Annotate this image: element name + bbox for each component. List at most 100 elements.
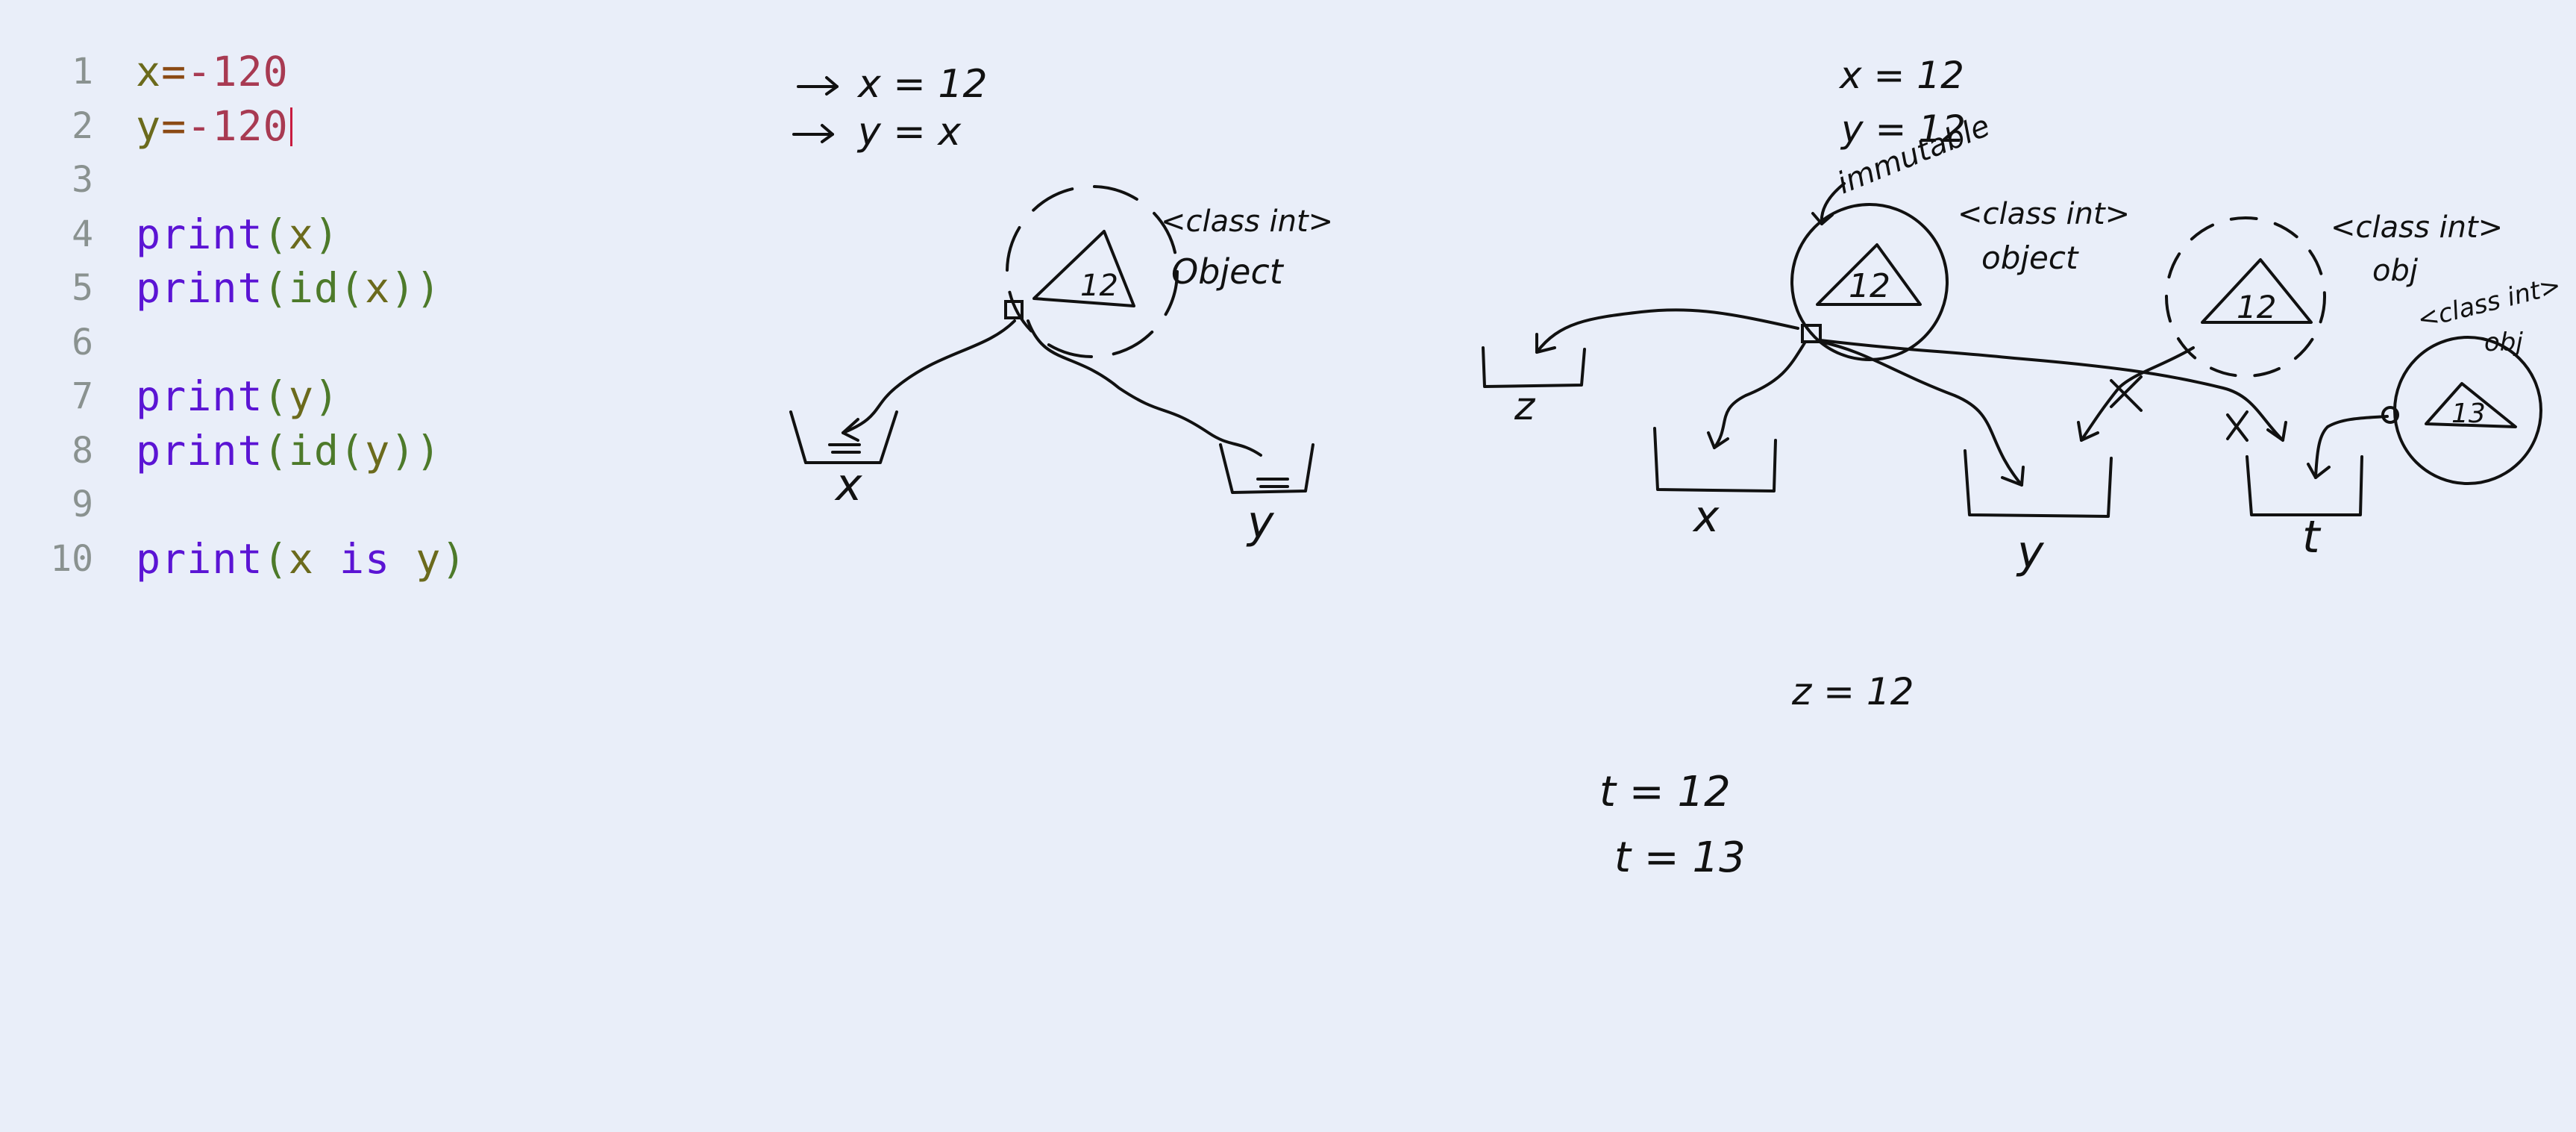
- code-line[interactable]: 6: [15, 316, 686, 369]
- code-token: is: [339, 534, 391, 583]
- code-token: print: [136, 264, 263, 312]
- code-token: print: [136, 426, 263, 475]
- code-text[interactable]: x=-120: [136, 45, 289, 98]
- left-object-value: 12: [1080, 269, 1118, 303]
- code-token: ): [441, 534, 467, 583]
- right-class-label: <class int>: [1958, 197, 2130, 231]
- left-object-label: Object: [1171, 251, 1285, 292]
- code-token: x: [288, 210, 314, 258]
- right-object-label: object: [1981, 240, 2079, 276]
- dashed-object-value: 12: [2237, 289, 2276, 325]
- dashed-class-label: <class int>: [2331, 210, 2503, 245]
- left-box-x: x: [834, 459, 862, 511]
- code-token: id: [288, 264, 339, 312]
- right-box-x: x: [1692, 491, 1720, 542]
- code-token: (: [263, 372, 289, 420]
- t-int-object: 13 <class int> obj: [2381, 270, 2564, 485]
- right-object-value: 12: [1849, 267, 1890, 305]
- code-text[interactable]: print(x): [136, 207, 339, 261]
- left-id-marker: [1004, 300, 1024, 319]
- code-token: print: [136, 534, 263, 583]
- left-class-label: <class int>: [1161, 204, 1333, 239]
- code-line[interactable]: 10 print(x is y): [15, 532, 686, 586]
- code-token: y: [365, 426, 391, 475]
- line-number: 8: [72, 429, 93, 472]
- code-token: (: [339, 264, 366, 312]
- code-token: print: [136, 210, 263, 258]
- t-assign-note-2: t = 13: [1614, 834, 1746, 882]
- left-references: [842, 319, 1262, 457]
- code-line[interactable]: 1 x=-120: [15, 45, 686, 98]
- code-token: =: [161, 101, 187, 150]
- text-caret: [289, 107, 292, 146]
- line-number: 2: [72, 104, 93, 147]
- code-token: id: [288, 426, 339, 475]
- right-y-assign: y = 12: [1840, 107, 1966, 151]
- code-text[interactable]: print(id(x)): [136, 261, 441, 315]
- z-assign-note: z = 12: [1791, 670, 1914, 713]
- right-box-z: z: [1514, 384, 1536, 429]
- code-token: (: [263, 210, 289, 258]
- code-token: )): [390, 264, 442, 312]
- code-token: -120: [187, 48, 289, 96]
- code-token: )): [390, 426, 442, 475]
- code-token: x: [288, 534, 339, 583]
- line-number: 10: [50, 537, 93, 580]
- code-token: =: [161, 48, 187, 96]
- right-references: [1535, 308, 2389, 487]
- code-token: x: [365, 264, 391, 312]
- code-token: (: [263, 426, 289, 475]
- assignment-notes: z = 12 t = 12 t = 13: [1599, 670, 1914, 882]
- t-id-marker: [2381, 406, 2399, 424]
- t-obj-label: obj: [2484, 328, 2523, 357]
- line-number: 7: [72, 375, 93, 417]
- left-assignments: x = 12 y = x: [792, 62, 988, 154]
- code-token: print: [136, 372, 263, 420]
- code-line[interactable]: 9: [15, 478, 686, 531]
- left-y-assign: y = x: [856, 110, 962, 154]
- left-var-boxes: x y: [789, 410, 1314, 548]
- code-token: (: [339, 426, 366, 475]
- code-token: ): [313, 372, 339, 420]
- t-object-value: 13: [2451, 398, 2486, 429]
- left-box-y: y: [1246, 496, 1275, 548]
- code-line[interactable]: 3: [15, 153, 686, 207]
- right-int-object: 12 <class int> object: [1790, 197, 2130, 361]
- line-number: 6: [72, 321, 93, 363]
- code-text[interactable]: y=-120: [136, 99, 292, 153]
- code-token: x: [136, 48, 162, 96]
- code-token: ): [313, 210, 339, 258]
- code-line[interactable]: 4 print(x): [15, 207, 686, 261]
- right-box-y: y: [2016, 526, 2045, 578]
- line-number: 9: [72, 484, 93, 525]
- line-number: 1: [72, 51, 93, 93]
- code-text[interactable]: print(y): [136, 369, 339, 423]
- right-box-t: t: [2302, 511, 2322, 563]
- left-x-assign: x = 12: [856, 62, 988, 107]
- code-text[interactable]: print(id(y)): [136, 424, 441, 478]
- code-token: (: [263, 264, 289, 312]
- code-token: (: [263, 534, 289, 583]
- code-line[interactable]: 7 print(y): [15, 369, 686, 423]
- left-int-object: 12 <class int> Object: [1004, 185, 1333, 358]
- t-class-label: <class int>: [2415, 270, 2564, 334]
- code-token: y: [288, 372, 314, 420]
- line-number: 3: [72, 159, 93, 201]
- code-token: y: [390, 534, 442, 583]
- right-id-marker: [1801, 324, 1822, 343]
- dashed-obj-label: obj: [2372, 254, 2419, 288]
- right-x-assign: x = 12: [1838, 54, 1964, 97]
- line-number: 4: [72, 213, 93, 255]
- t-assign-note-1: t = 12: [1599, 768, 1731, 816]
- right-var-boxes: z x y t: [1482, 346, 2363, 578]
- code-token: -120: [187, 101, 289, 150]
- line-number: 5: [72, 267, 93, 309]
- dashed-int-object: 12 <class int> obj: [2165, 210, 2503, 378]
- code-token: y: [136, 101, 162, 150]
- code-text[interactable]: print(x is y): [136, 532, 467, 586]
